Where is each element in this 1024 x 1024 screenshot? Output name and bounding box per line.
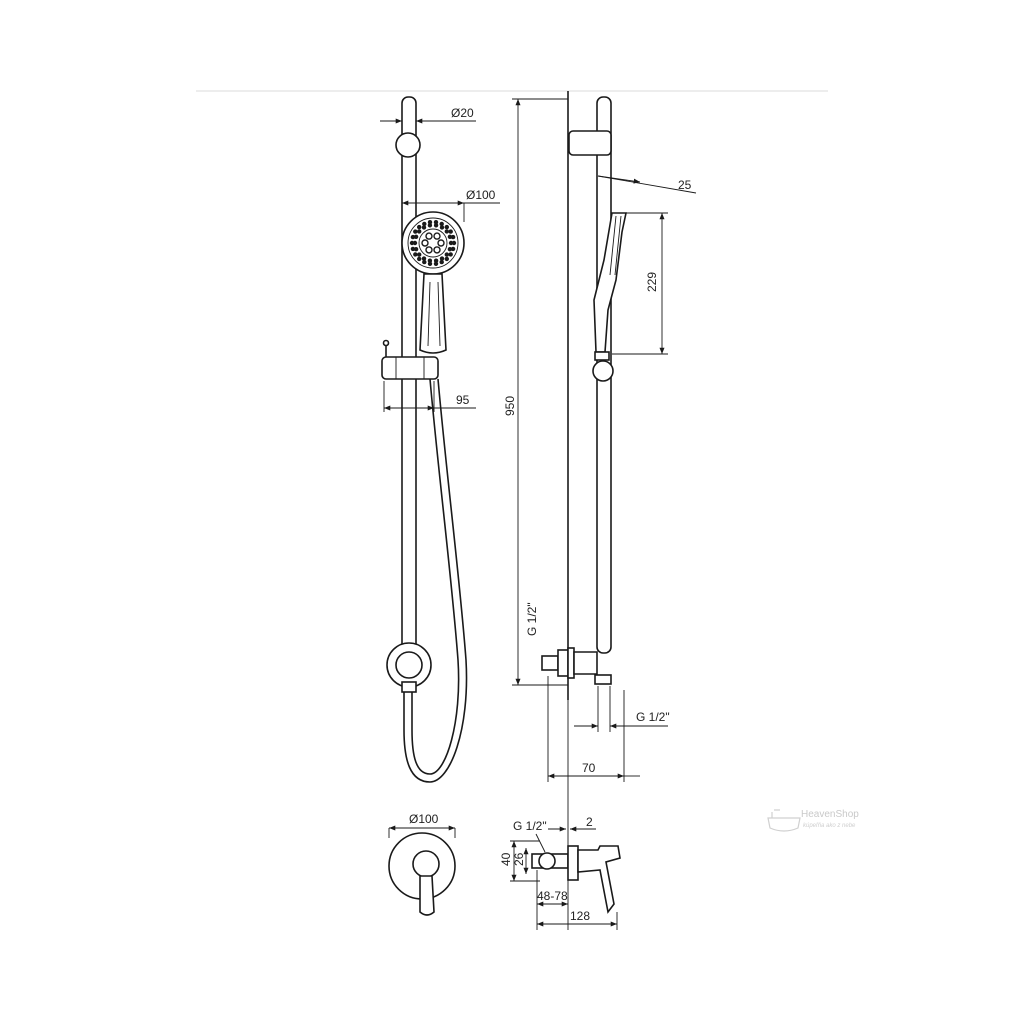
nozzle xyxy=(439,225,445,230)
center-nozzle xyxy=(437,239,445,247)
nozzle xyxy=(417,224,422,230)
nozzle xyxy=(448,229,453,234)
nozzle xyxy=(433,223,439,228)
center-nozzle xyxy=(433,232,441,240)
nozzle xyxy=(433,258,439,263)
center-nozzle xyxy=(421,239,429,247)
dim-inlet-thread: G 1/2" xyxy=(525,602,539,636)
nozzle xyxy=(444,252,449,257)
nozzle xyxy=(422,259,427,265)
dim-mixer-offset: 2 xyxy=(586,815,593,829)
dim-handshower-diameter: Ø100 xyxy=(466,188,496,202)
dim-mixer-height-inner: 26 xyxy=(512,852,526,866)
dim-mixer-thread: G 1/2" xyxy=(513,819,547,833)
nozzle xyxy=(412,240,418,246)
top-bracket xyxy=(395,132,421,158)
nozzle xyxy=(447,234,453,239)
nozzle xyxy=(439,256,445,261)
wall-outlet xyxy=(541,647,612,685)
nozzle xyxy=(433,220,439,225)
nozzle xyxy=(444,224,449,230)
center-nozzle xyxy=(425,246,433,254)
nozzle xyxy=(413,247,419,252)
nozzle xyxy=(450,246,456,252)
nozzle xyxy=(433,261,439,266)
watermark-tagline: kúpeľňa ako z nebe xyxy=(803,823,856,829)
dim-head-angle: 25 xyxy=(678,178,692,192)
nozzle xyxy=(421,225,427,230)
dim-handshower-length: 229 xyxy=(645,272,659,292)
dim-rail-diameter: Ø20 xyxy=(451,106,474,120)
lower-bracket xyxy=(386,642,432,693)
nozzle xyxy=(413,229,418,234)
dim-mixer-height-outer: 40 xyxy=(499,852,513,866)
center-nozzle xyxy=(433,246,441,254)
nozzle xyxy=(444,229,449,234)
nozzle xyxy=(417,256,422,262)
nozzle xyxy=(450,234,456,240)
nozzle xyxy=(448,252,453,257)
nozzle xyxy=(427,258,433,263)
watermark-brand: HeavenShop xyxy=(801,809,859,820)
nozzle xyxy=(410,246,416,252)
nozzle xyxy=(410,234,416,240)
nozzle xyxy=(439,221,444,227)
dim-outlet-thread: G 1/2" xyxy=(636,710,670,724)
nozzle xyxy=(444,256,449,262)
hose xyxy=(403,378,468,783)
bathtub-icon xyxy=(767,809,801,832)
mixer-side xyxy=(531,845,621,914)
nozzle xyxy=(447,247,453,252)
dim-mixer-total-depth: 128 xyxy=(570,909,590,923)
handshower-handle xyxy=(419,273,447,354)
nozzle xyxy=(417,252,422,257)
nozzle xyxy=(427,223,433,228)
front-view: Ø20 Ø100 95 xyxy=(380,96,500,916)
dim-rosette-diameter: Ø100 xyxy=(409,812,439,826)
center-nozzle xyxy=(425,232,433,240)
nozzle xyxy=(439,259,444,265)
nozzle xyxy=(413,252,418,257)
nozzle xyxy=(448,240,454,246)
nozzle xyxy=(421,256,427,261)
handshower-head xyxy=(401,211,465,275)
dim-outlet-projection: 70 xyxy=(582,761,596,775)
nozzle xyxy=(422,221,427,227)
nozzle xyxy=(427,220,433,225)
mixer-front xyxy=(388,832,456,916)
dim-rail-length: 950 xyxy=(503,396,517,416)
side-view: 950 25 229 G 1/2" xyxy=(499,91,697,930)
nozzle xyxy=(413,234,419,239)
nozzle xyxy=(417,229,422,234)
dim-slider-offset: 95 xyxy=(456,393,470,407)
dim-mixer-wall-depth: 48-78 xyxy=(537,889,568,903)
handshower-side xyxy=(592,212,627,382)
slider xyxy=(381,339,439,380)
nozzle xyxy=(427,261,433,266)
watermark: HeavenShop kúpeľňa ako z nebe xyxy=(767,809,859,832)
